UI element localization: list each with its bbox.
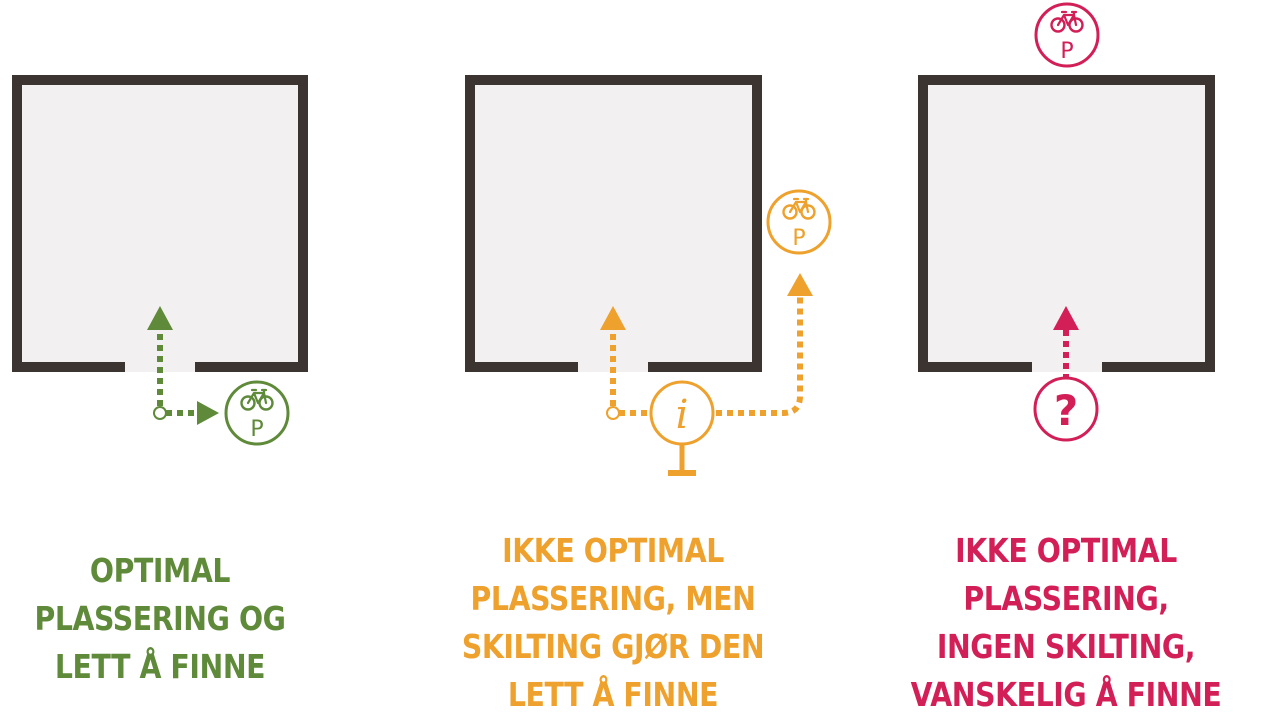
svg-text:?: ? [1054, 386, 1078, 435]
caption-line: PLASSERING, MEN [470, 579, 756, 618]
svg-text:P: P [1060, 39, 1073, 64]
start-point-icon [606, 406, 620, 420]
svg-text:i: i [676, 392, 689, 438]
panel-optimal: P [12, 75, 308, 446]
route-path [610, 296, 803, 416]
caption-line: SKILTING GJØR DEN [461, 627, 765, 666]
arrow-right-icon [197, 401, 219, 425]
arrow-up-icon [147, 306, 173, 330]
caption-line: PLASSERING OG [34, 599, 286, 638]
bike-parking-icon: P [766, 189, 832, 255]
caption-line: VANSKELIG Å FINNE [910, 675, 1222, 714]
arrow-up-icon [1053, 306, 1079, 330]
bike-parking-icon: P [1034, 2, 1100, 68]
info-sign-icon: i [649, 380, 715, 476]
route-path [157, 330, 198, 416]
caption-line: INGEN SKILTING, [936, 627, 1196, 666]
caption-line: OPTIMAL [89, 551, 231, 590]
caption-line: PLASSERING, [963, 579, 1169, 618]
question-mark-icon: ? [1033, 376, 1099, 442]
start-point-icon [153, 406, 167, 420]
arrow-up-icon [600, 306, 626, 330]
svg-text:P: P [792, 226, 805, 251]
caption-line: LETT Å FINNE [54, 647, 266, 686]
caption-line: IKKE OPTIMAL [955, 531, 1177, 570]
panel-signage: i P [465, 75, 832, 476]
svg-text:P: P [250, 417, 263, 442]
bike-parking-icon: P [224, 380, 290, 446]
arrow-up-icon [787, 273, 813, 296]
caption-optimal: OPTIMAL PLASSERING OG LETT Å FINNE [5, 547, 315, 691]
panel-no-signage: ? P [918, 2, 1215, 442]
caption-signage: IKKE OPTIMAL PLASSERING, MEN SKILTING GJ… [441, 527, 785, 719]
caption-no-signage: IKKE OPTIMAL PLASSERING, INGEN SKILTING,… [885, 527, 1246, 719]
caption-line: LETT Å FINNE [507, 675, 719, 714]
caption-line: IKKE OPTIMAL [502, 531, 724, 570]
